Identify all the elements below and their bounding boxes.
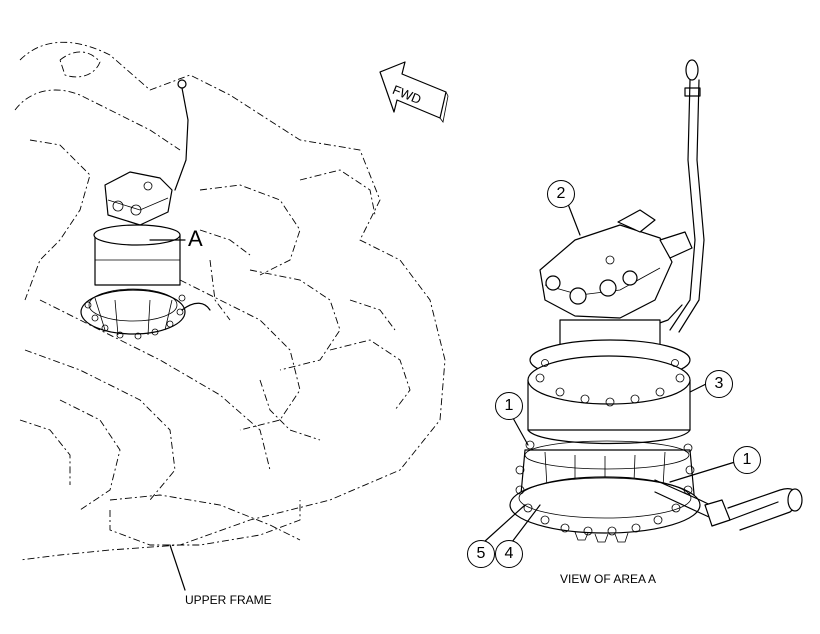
forward-direction-arrow <box>379 61 449 123</box>
swing-drive-small-drawing <box>80 79 211 340</box>
callout-1-left: 1 <box>495 392 523 420</box>
swing-drive-detail-drawing <box>483 59 803 543</box>
callout-4: 4 <box>495 540 523 568</box>
view-of-area-a-caption: VIEW OF AREA A <box>560 572 657 586</box>
callout-3: 3 <box>705 370 733 398</box>
upper-frame-drawing <box>14 41 446 591</box>
callout-1-right: 1 <box>733 446 761 474</box>
upper-frame-label: UPPER FRAME <box>185 593 272 607</box>
callout-5: 5 <box>467 540 495 568</box>
callout-2: 2 <box>547 180 575 208</box>
area-a-marker: A <box>188 226 203 251</box>
